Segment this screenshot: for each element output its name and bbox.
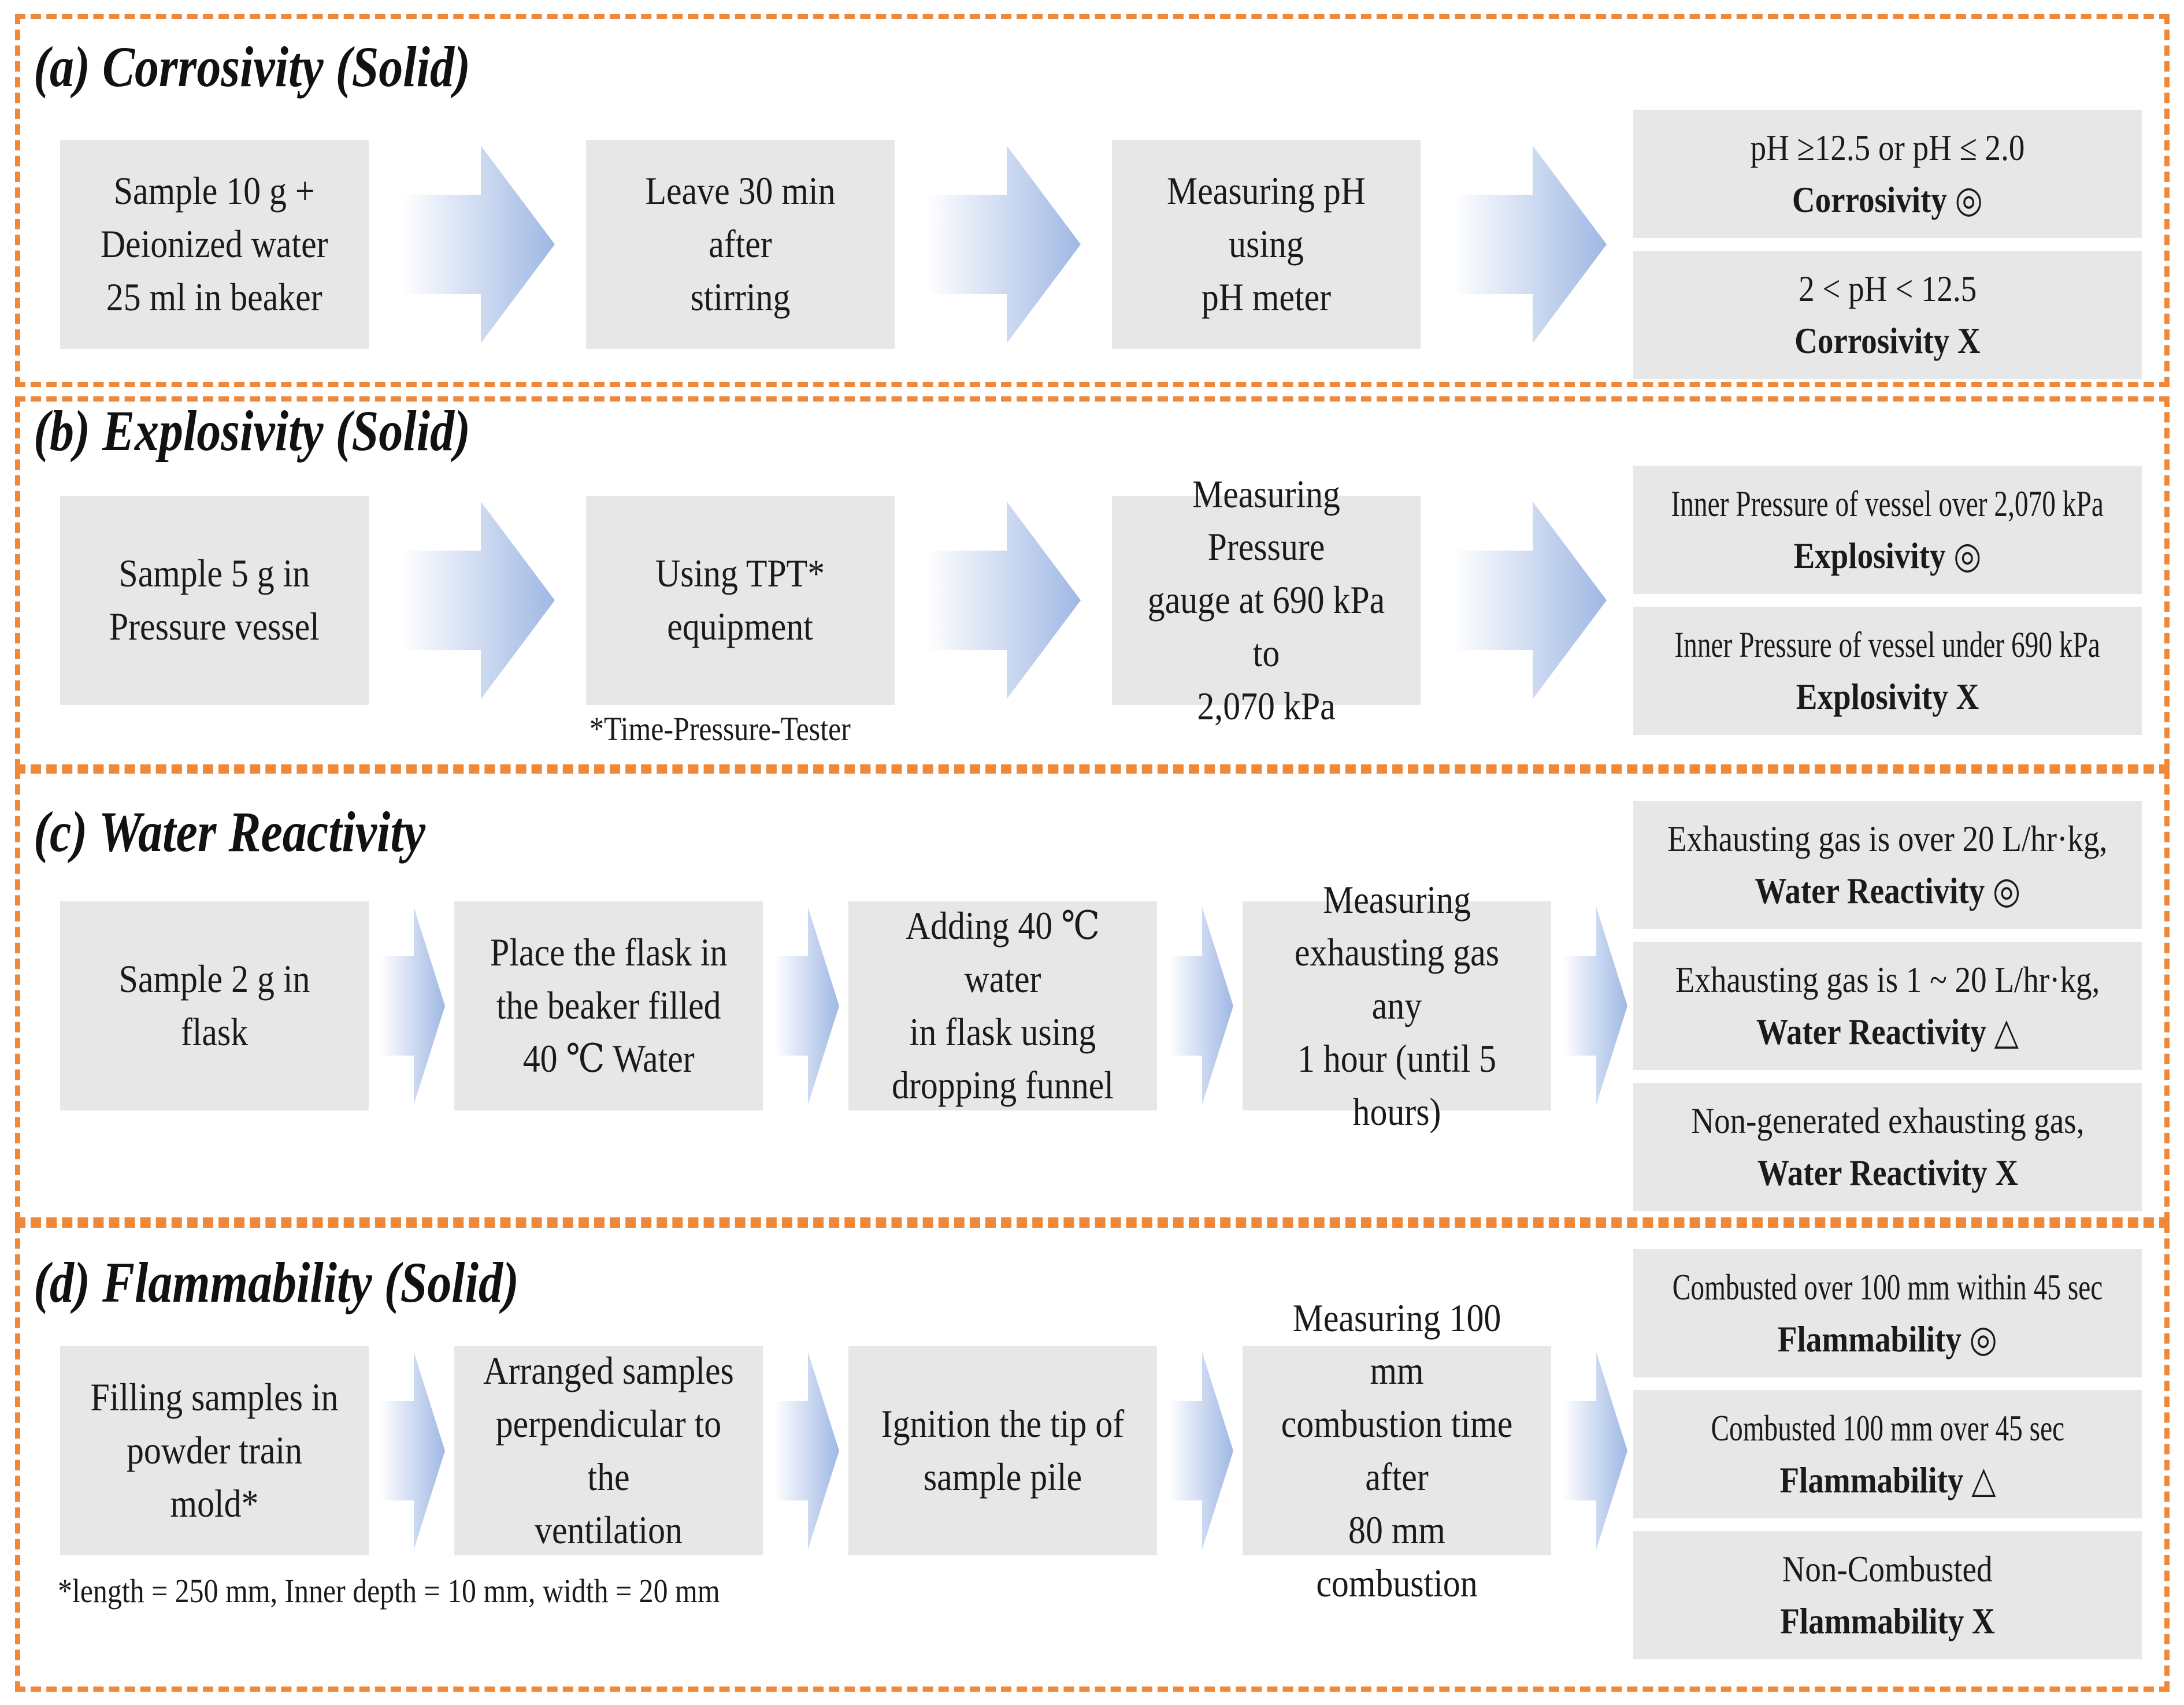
section-title-water-reactivity: (c) Water Reactivity (34, 800, 425, 864)
arrow-right-icon (1453, 502, 1607, 699)
section-title-flammability: (d) Flammability (Solid) (34, 1250, 519, 1314)
section-water-reactivity (15, 768, 2170, 1223)
arrow-right-icon (774, 907, 839, 1105)
arrow-right-icon (1169, 907, 1233, 1105)
result-box: Exhausting gas is over 20 L/hr·kg, Water… (1633, 801, 2142, 929)
arrow-right-icon (927, 146, 1081, 343)
result-box: Exhausting gas is 1 ~ 20 L/hr·kg, Water … (1633, 942, 2142, 1070)
arrow-right-icon (401, 502, 555, 699)
step-box: Sample 5 g in Pressure vessel (60, 496, 369, 705)
result-box: Inner Pressure of vessel over 2,070 kPa … (1633, 466, 2142, 594)
section-corrosivity (15, 14, 2170, 387)
step-box: Place the flask in the beaker filled 40 … (454, 901, 763, 1110)
step-box: Arranged samples perpendicular to the ve… (454, 1346, 763, 1555)
section-title-corrosivity: (a) Corrosivity (Solid) (34, 35, 470, 99)
arrow-right-icon (927, 502, 1081, 699)
step-box: Measuring Pressure gauge at 690 kPa to 2… (1112, 472, 1421, 728)
step-box: Measuring pH using pH meter (1112, 140, 1421, 349)
result-box: 2 < pH < 12.5 Corrosivity X (1633, 251, 2142, 379)
result-box: Inner Pressure of vessel under 690 kPa E… (1633, 607, 2142, 735)
result-box: pH ≥12.5 or pH ≤ 2.0 Corrosivity ◎ (1633, 110, 2142, 238)
section-flammability (15, 1223, 2170, 1692)
footnote-tpt: *Time-Pressure-Tester (589, 710, 851, 748)
section-explosivity (15, 396, 2170, 770)
result-box: Non-Combusted Flammability X (1633, 1531, 2142, 1659)
arrow-right-icon (1169, 1352, 1233, 1550)
step-box: Measuring 100 mm combustion time after 8… (1243, 1296, 1551, 1605)
step-box: Sample 10 g + Deionized water 25 ml in b… (60, 140, 369, 349)
arrow-right-icon (380, 1352, 445, 1550)
section-title-explosivity: (b) Explosivity (Solid) (34, 399, 470, 463)
step-box: Leave 30 min after stirring (586, 140, 895, 349)
result-box: Combusted 100 mm over 45 sec Flammabilit… (1633, 1390, 2142, 1518)
arrow-right-icon (774, 1352, 839, 1550)
step-box: Measuring exhausting gas any 1 hour (unt… (1243, 878, 1551, 1134)
step-box: Adding 40 ℃ water in flask using droppin… (848, 901, 1157, 1110)
arrow-right-icon (380, 907, 445, 1105)
result-box: Non-generated exhausting gas, Water Reac… (1633, 1083, 2142, 1211)
arrow-right-icon (1563, 1352, 1627, 1550)
step-box: Filling samples in powder train mold* (60, 1346, 369, 1555)
step-box: Ignition the tip of sample pile (848, 1346, 1157, 1555)
arrow-right-icon (1453, 146, 1607, 343)
step-box: Using TPT* equipment (586, 496, 895, 705)
footnote-mold: *length = 250 mm, Inner depth = 10 mm, w… (58, 1572, 720, 1610)
arrow-right-icon (401, 146, 555, 343)
result-box: Combusted over 100 mm within 45 sec Flam… (1633, 1249, 2142, 1377)
arrow-right-icon (1563, 907, 1627, 1105)
step-box: Sample 2 g in flask (60, 901, 369, 1110)
